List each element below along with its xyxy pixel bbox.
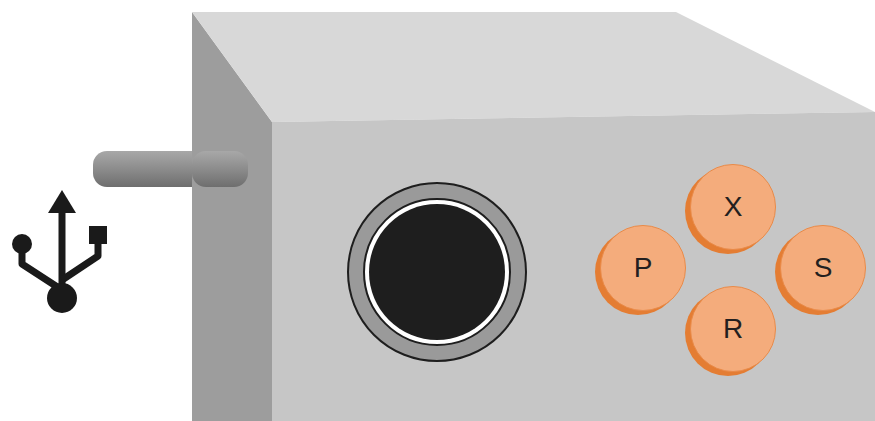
button-circle: S [780,225,866,311]
button-circle: R [690,286,776,372]
button-label: S [814,254,833,282]
button-label: R [723,315,743,343]
usb-cable-end [192,151,248,187]
joystick-rim [364,199,510,345]
button-circle: P [600,225,686,311]
button-label: P [634,254,653,282]
housing-front [272,112,875,421]
button-circle: X [690,164,776,250]
usb-symbol [12,190,107,313]
button-label: X [724,193,743,221]
housing-top [192,12,875,122]
joystick-ring [348,183,526,361]
joystick-knob [369,204,505,340]
usb-cable [93,151,248,187]
